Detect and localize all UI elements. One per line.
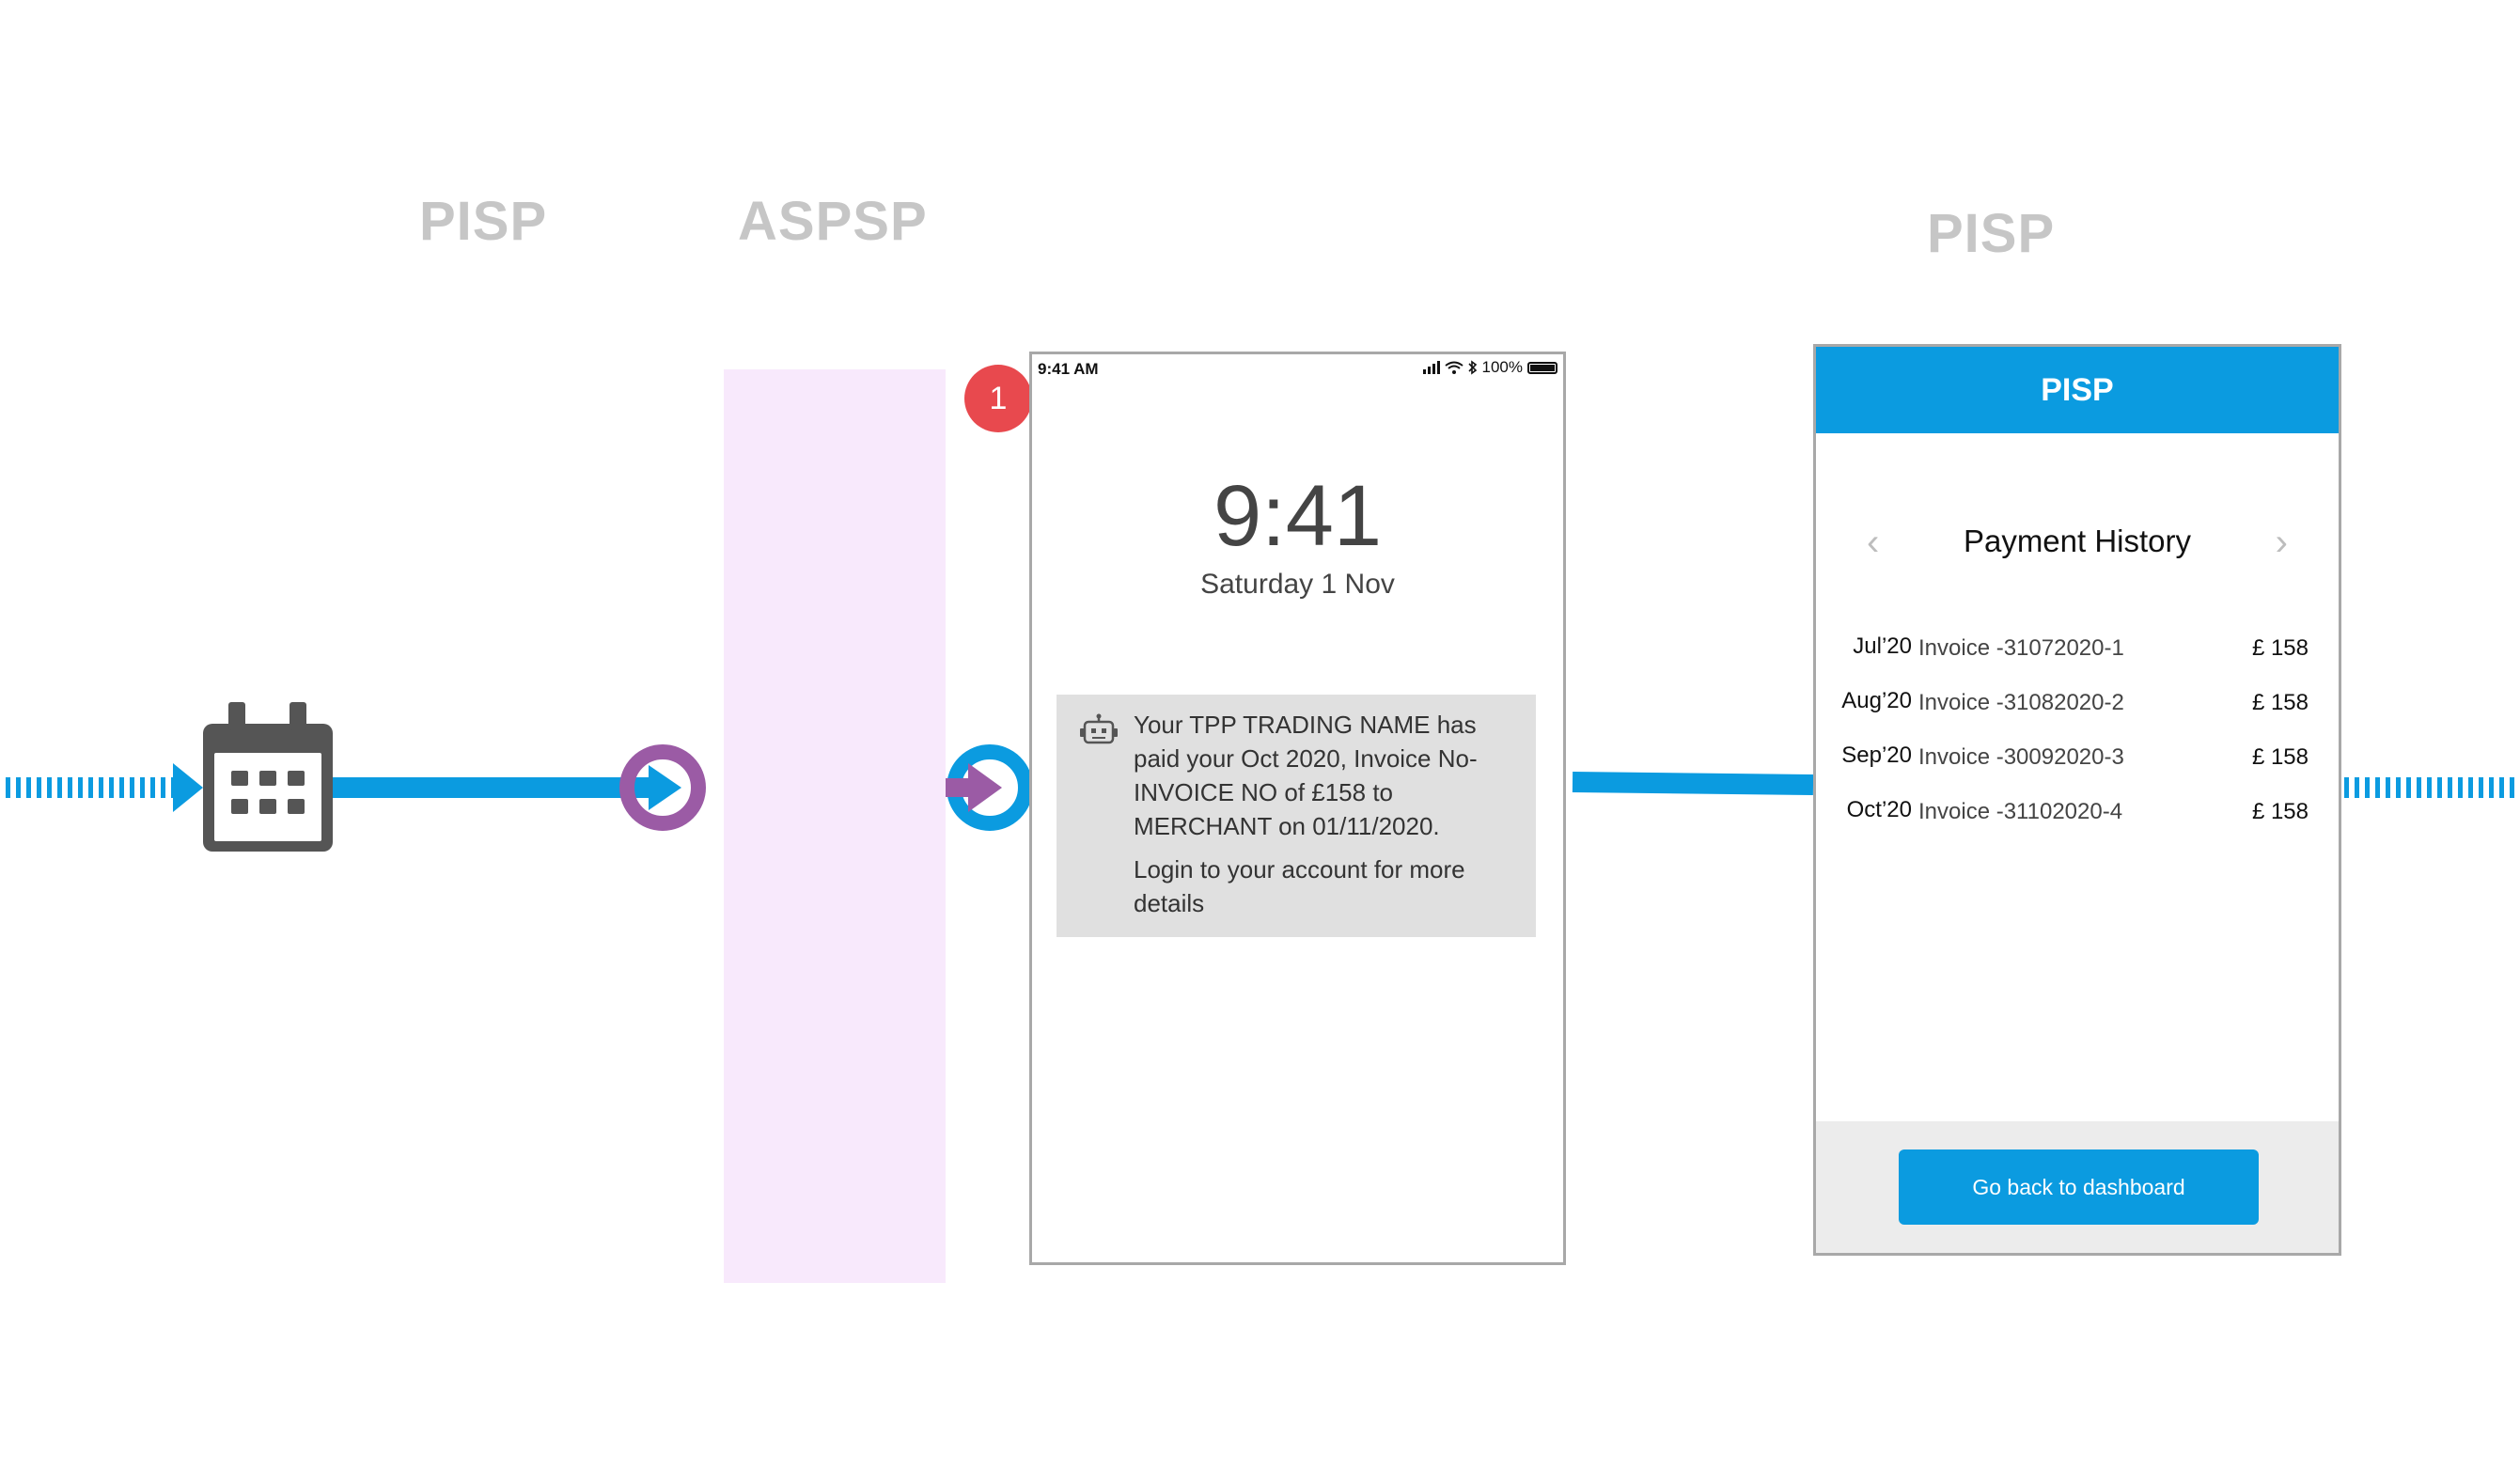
aspsp-lane-band [724,369,946,1283]
lane-label-pisp-right: PISP [1927,203,2056,264]
payment-row[interactable]: Jul’20 Invoice -31072020-1 £ 158 [1839,633,2309,688]
status-bar-time: 9:41 AM [1038,360,1099,378]
lock-screen-date: Saturday 1 Nov [1200,569,1395,600]
go-back-to-dashboard-button[interactable]: Go back to dashboard [1899,1149,2259,1225]
payment-invoice: Invoice -31082020-2 [1918,690,2124,715]
chevron-left-icon[interactable]: ‹ [1867,522,1880,563]
flow-line-phone-to-app [1572,772,1814,795]
battery-icon [1527,361,1557,374]
step-badge: 1 [964,365,1032,432]
pisp-payment-history-screen: PISP ‹ Payment History › Jul’20 Invoice … [1813,344,2341,1256]
payment-period: Jul’20 [1853,633,1912,659]
notification-cta-text: Login to your account for more details [1134,855,1465,917]
wifi-icon [1444,361,1463,374]
app-header: PISP [1816,347,2339,433]
lane-label-aspsp: ASPSP [738,191,928,252]
chevron-right-icon[interactable]: › [2275,522,2288,563]
payment-notification[interactable]: Your TPP TRADING NAME has paid your Oct … [1057,695,1536,937]
payment-period: Aug’20 [1841,688,1912,713]
purple-endpoint-node [619,744,706,831]
payment-row[interactable]: Aug’20 Invoice -31082020-2 £ 158 [1839,688,2309,743]
entry-arrowhead [173,763,203,812]
status-bar-indicators: 100% [1422,358,1557,377]
payment-invoice: Invoice -31102020-4 [1918,799,2123,824]
payment-amount: £ 158 [2251,635,2309,661]
calendar-icon [203,702,333,852]
payment-amount: £ 158 [2251,690,2309,715]
signal-icon [1422,361,1440,374]
payment-amount: £ 158 [2251,744,2309,770]
notification-message: Your TPP TRADING NAME has paid your Oct … [1134,711,1478,840]
app-footer: Go back to dashboard [1816,1121,2339,1253]
payment-period: Oct’20 [1846,797,1912,822]
payment-history-title: Payment History [1963,524,2192,558]
robot-icon [1080,713,1118,744]
payment-row[interactable]: Oct’20 Invoice -31102020-4 £ 158 [1839,797,2309,852]
battery-percent: 100% [1481,358,1523,376]
bluetooth-icon [1467,360,1477,375]
payment-amount: £ 158 [2251,799,2309,824]
lane-label-pisp-left: PISP [419,191,548,252]
payment-row[interactable]: Sep’20 Invoice -30092020-3 £ 158 [1839,743,2309,797]
phone-lock-screen: 9:41 AM 100% 9:41 Saturday 1 Nov Your TP… [1029,352,1566,1265]
payment-period: Sep’20 [1841,743,1912,768]
blue-start-node [946,744,1033,831]
lock-screen-time: 9:41 [1213,468,1383,564]
payment-invoice: Invoice -30092020-3 [1918,744,2124,770]
payment-list: Jul’20 Invoice -31072020-1 £ 158 Aug’20 … [1839,633,2309,852]
payment-invoice: Invoice -31072020-1 [1918,635,2124,661]
